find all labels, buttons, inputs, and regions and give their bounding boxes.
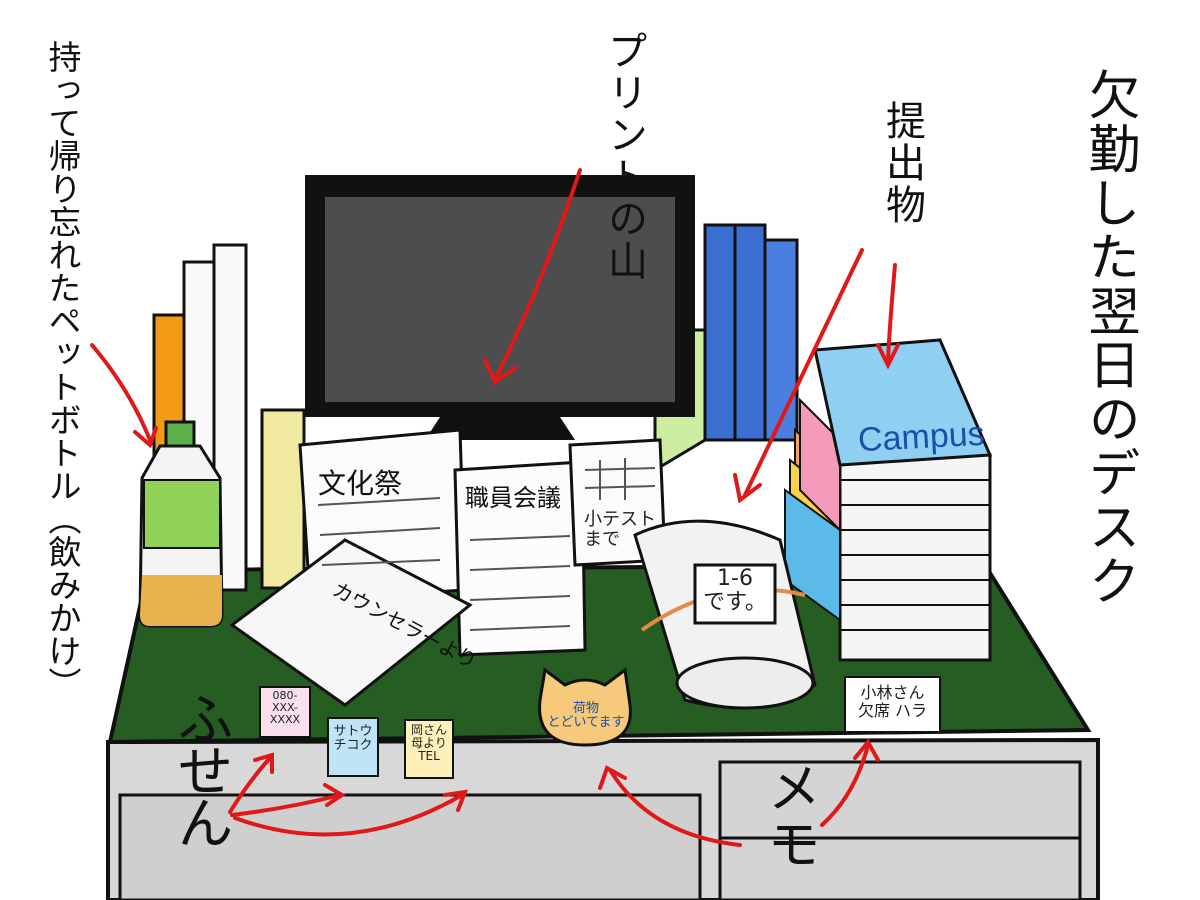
prints-label: プリントの山: [601, 30, 647, 282]
sticky-note-sato: サトウ チコク: [333, 724, 373, 754]
sticky-note-oka: 岡さん 母より TEL: [410, 723, 447, 764]
annotation-arrows: [90, 168, 900, 847]
sticky-notes-label: ふせん: [168, 690, 233, 846]
paper-pile: [229, 428, 667, 707]
notebook-stack: [784, 338, 993, 662]
bundle-tag: 1-6 です。: [703, 566, 767, 616]
pet-bottle: [138, 420, 224, 628]
desk-body: [106, 737, 1100, 900]
bottle-label: 持って帰り忘れたペットボトル（飲みかけ）: [43, 40, 82, 700]
paper-staff-meeting: 職員会議: [465, 484, 561, 512]
submissions-label: 提出物: [879, 100, 925, 226]
sticky-shapes: [259, 686, 454, 779]
cat-memo-shape: [538, 667, 632, 747]
memo-card-shape: [844, 676, 941, 733]
paper-quiz: 小テスト まで: [584, 509, 656, 550]
cat-memo: 荷物 とどいてます: [547, 701, 625, 731]
sticky-note-phone: 080- XXX- XXXX: [269, 689, 301, 727]
page-title: 欠勤した翌日のデスク: [1079, 68, 1139, 608]
notebook-brand: Campus: [857, 414, 986, 460]
paper-bundle: [633, 519, 817, 710]
memo-label: メモ: [758, 760, 821, 872]
memo-card: 小林さん 欠席 ハラ: [857, 683, 928, 720]
paper-culture-festival: 文化祭: [318, 467, 403, 500]
